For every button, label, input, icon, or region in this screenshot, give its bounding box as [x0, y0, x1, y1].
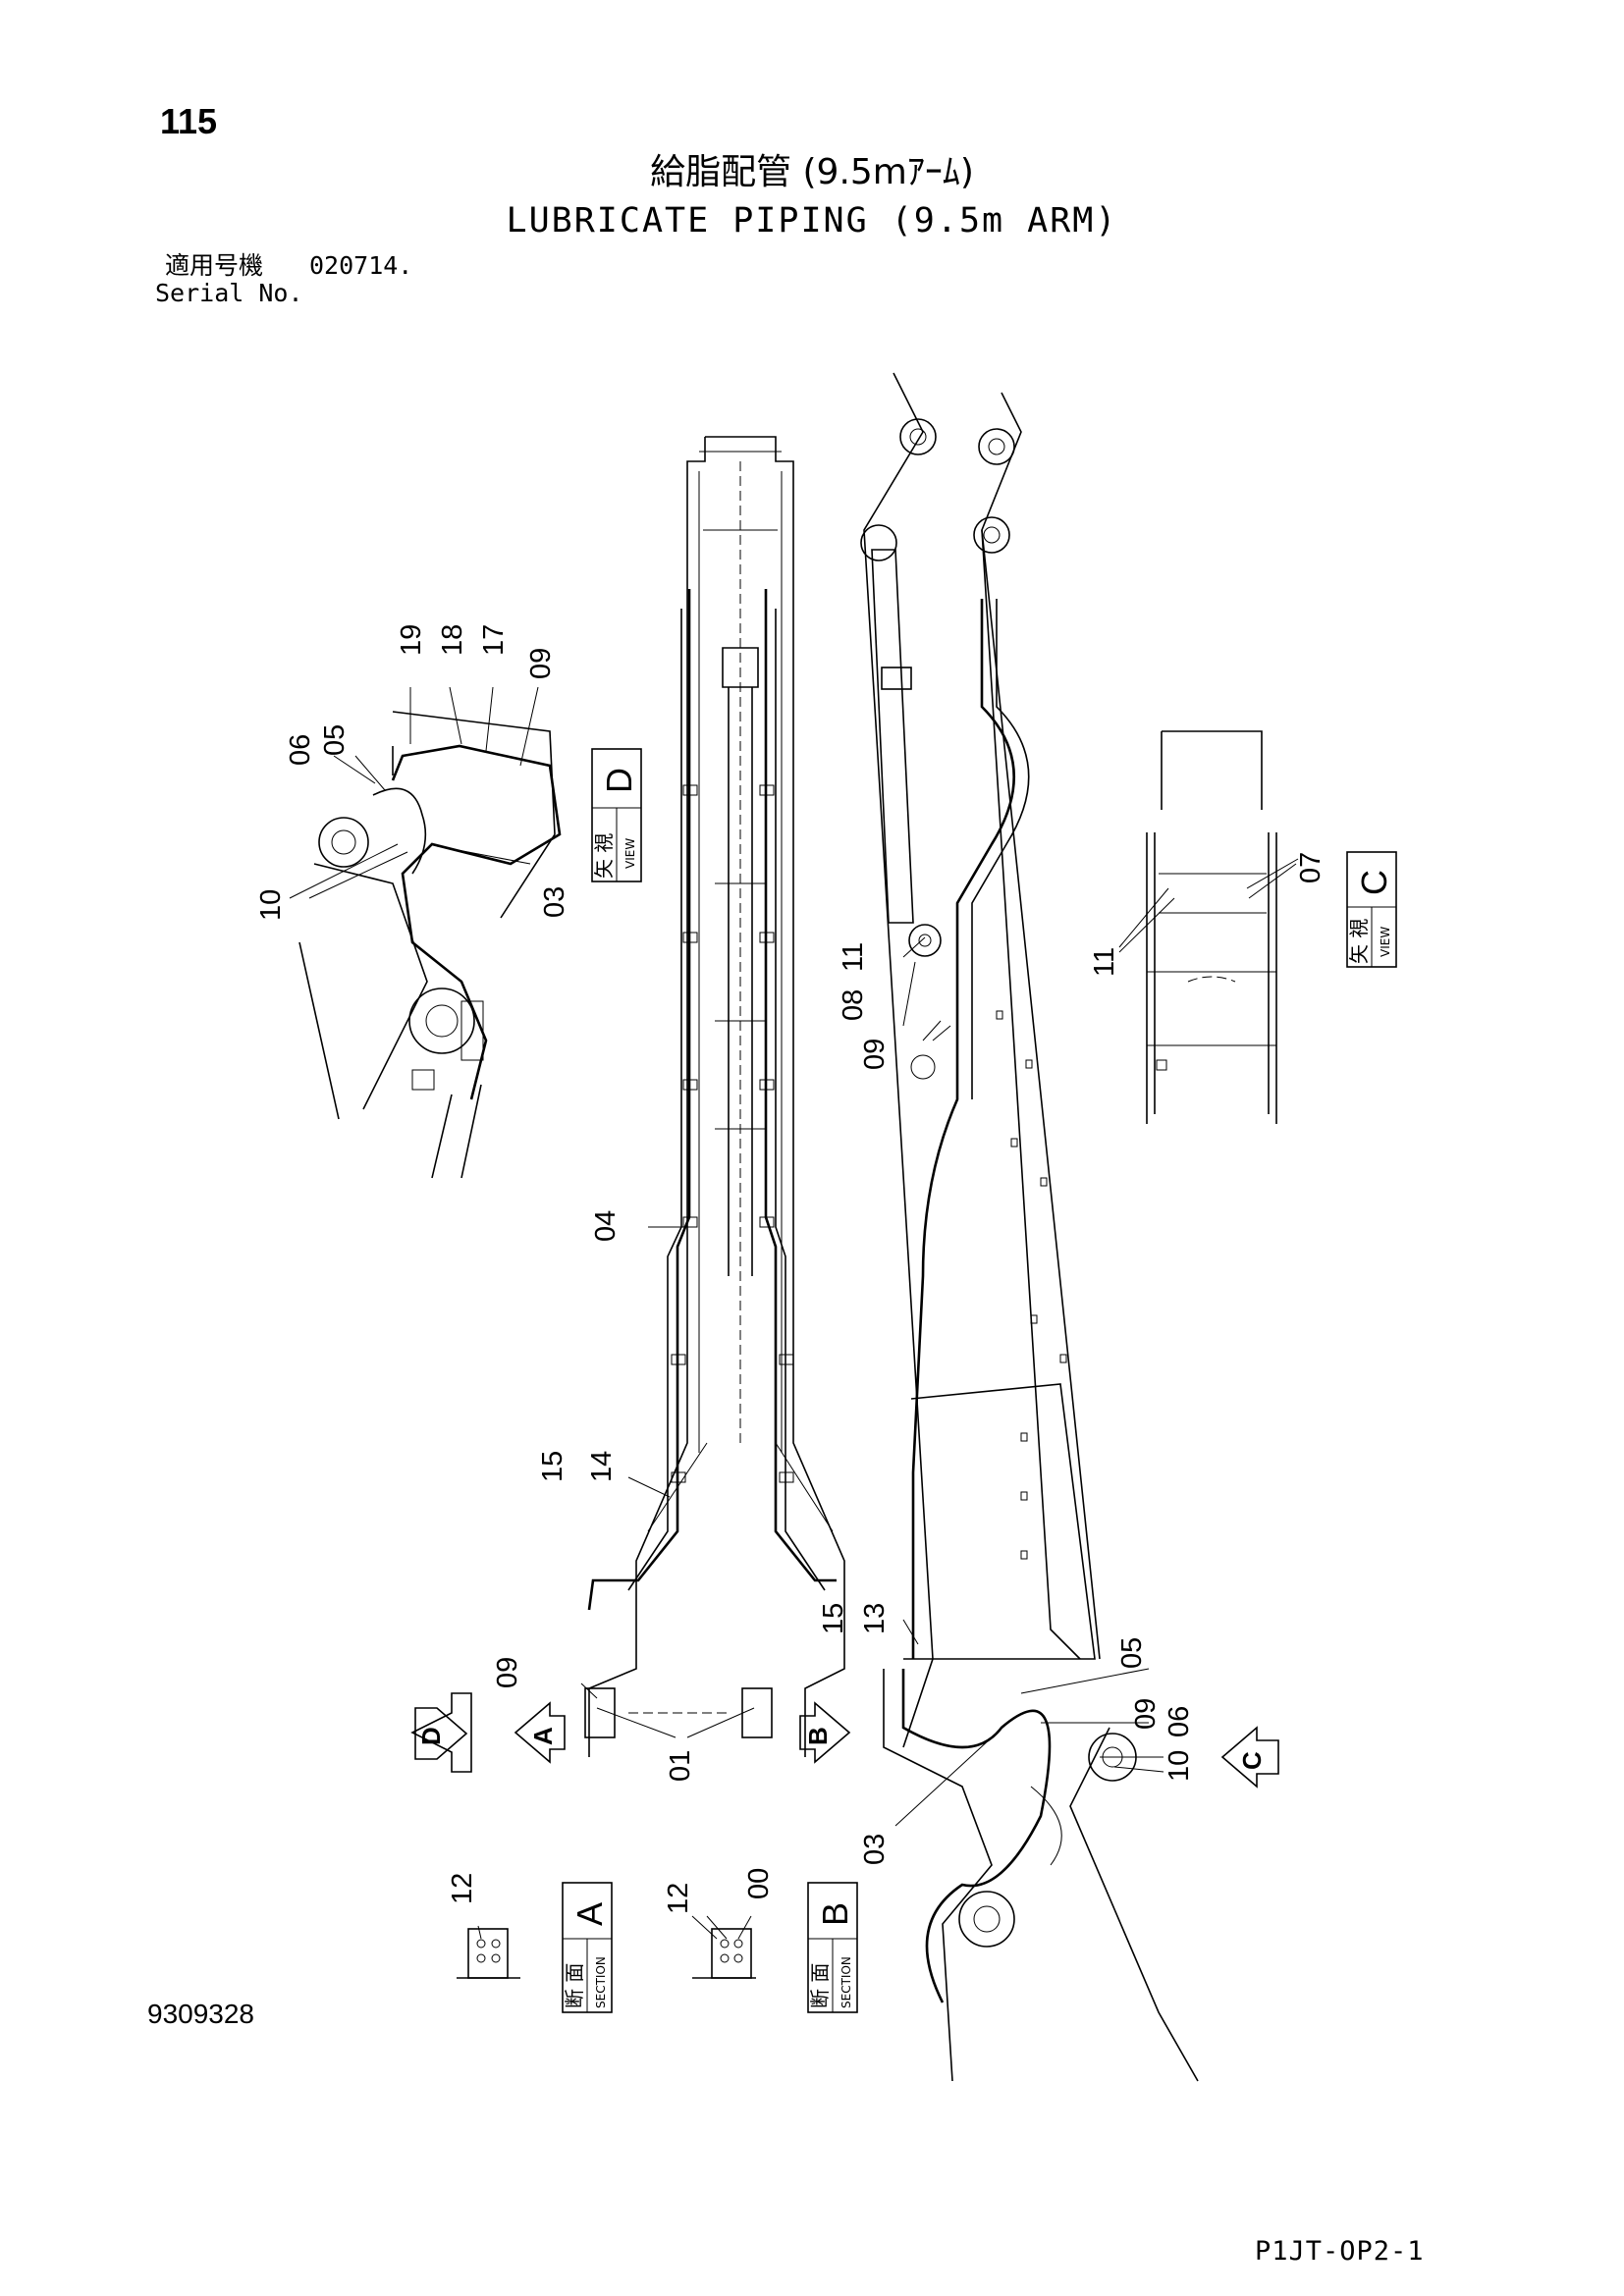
callout-09-arm: 09: [859, 1039, 891, 1070]
callout-05-d: 05: [319, 724, 351, 756]
serial-number-value: 020714.: [309, 251, 413, 280]
view-d-jp: 矢 視: [592, 833, 616, 879]
callout-10-arm: 10: [1164, 1750, 1195, 1782]
callout-07-c: 07: [1295, 852, 1326, 883]
callout-12-b: 12: [663, 1883, 694, 1914]
center-arm-top-view: [584, 436, 845, 1757]
sheet-code: P1JT-OP2-1: [1255, 2236, 1425, 2267]
arrow-a: A: [514, 1701, 566, 1764]
right-arm-side-view: [860, 372, 1199, 2082]
arrow-c: C: [1220, 1726, 1279, 1789]
callout-17: 17: [478, 624, 510, 656]
callout-13: 13: [859, 1603, 891, 1634]
view-d-letter: D: [599, 768, 639, 793]
callout-03-arm: 03: [859, 1834, 891, 1865]
section-b-jp: 断 面: [808, 1963, 832, 2008]
detail-view-d-drawing: [298, 711, 562, 1179]
callout-05-arm: 05: [1116, 1637, 1148, 1669]
callout-11-arm: 11: [838, 942, 869, 972]
serial-label-japanese: 適用号機: [165, 251, 264, 280]
section-b-part: [692, 1928, 756, 1979]
arrow-d: D: [410, 1692, 472, 1773]
callout-06-d: 06: [285, 734, 316, 766]
callout-09-arm-lower: 09: [1130, 1698, 1162, 1730]
callout-11-c: 11: [1089, 947, 1120, 977]
callout-15-center: 15: [537, 1451, 568, 1482]
view-d-en: VIEW: [623, 838, 637, 869]
callout-14: 14: [586, 1451, 618, 1482]
callout-18: 18: [437, 624, 468, 656]
callout-09-center: 09: [492, 1657, 523, 1688]
section-a-letter: A: [569, 1902, 610, 1926]
callout-15-arm: 15: [818, 1603, 849, 1634]
view-c-letter: C: [1354, 870, 1394, 895]
arrow-b-label: B: [803, 1727, 833, 1745]
section-b-letter: B: [815, 1902, 855, 1926]
section-b-en: SECTION: [839, 1956, 853, 2008]
serial-label-english: Serial No.: [155, 279, 303, 307]
title-japanese: 給脂配管 (9.5mｱｰﾑ): [650, 152, 974, 192]
callout-12-a: 12: [447, 1873, 478, 1904]
section-a-en: SECTION: [594, 1956, 608, 2008]
callout-03-d: 03: [539, 886, 570, 918]
detail-view-c-drawing: [1146, 730, 1277, 1124]
leader-lines: [289, 686, 1299, 1940]
view-c-jp: 矢 視: [1347, 919, 1371, 964]
arrow-b: B: [799, 1701, 851, 1764]
callout-19: 19: [396, 624, 427, 656]
section-b-label: B 断 面 SECTION: [807, 1882, 858, 2013]
view-c-label: C 矢 視 VIEW: [1346, 851, 1397, 968]
section-a-label: A 断 面 SECTION: [562, 1882, 613, 2013]
section-a-jp: 断 面: [563, 1963, 586, 2008]
page-number: 115: [160, 101, 218, 141]
title-english: LUBRICATE PIPING (9.5m ARM): [506, 201, 1118, 240]
document-number: 9309328: [147, 1999, 255, 2029]
arrow-d-label: D: [416, 1727, 446, 1745]
callout-10-d: 10: [255, 889, 287, 921]
arrow-c-label: C: [1237, 1751, 1267, 1770]
view-c-en: VIEW: [1379, 927, 1392, 957]
callout-01: 01: [665, 1750, 696, 1782]
callout-00: 00: [743, 1868, 775, 1899]
callout-06-arm: 06: [1164, 1706, 1195, 1737]
callout-04: 04: [590, 1210, 622, 1242]
callout-09-d: 09: [525, 648, 557, 679]
callout-08-arm: 08: [838, 989, 869, 1021]
view-d-label: D 矢 視 VIEW: [591, 748, 642, 882]
callout-numbers: 19 18 17 09 06 05 10 03 11 08 09 07 11 0…: [255, 624, 1326, 1914]
section-a-part: [457, 1928, 520, 1979]
arrow-a-label: A: [528, 1727, 558, 1745]
